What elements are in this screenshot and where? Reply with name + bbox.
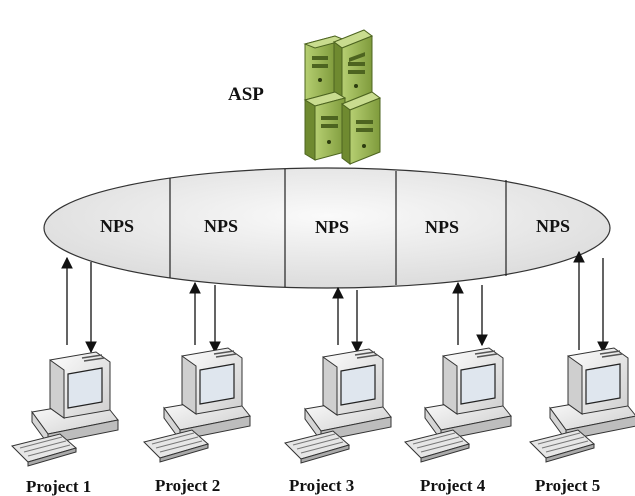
nps-label-1: NPS [100,216,134,236]
server-unit-bottom-right [340,91,382,165]
nps-label-3: NPS [315,217,349,237]
server-unit-top-right [332,29,374,105]
workstation-icon [404,347,512,463]
project-labels: Project 1 Project 2 Project 3 Project 4 … [26,476,600,496]
project-label-5: Project 5 [535,476,600,495]
workstation-icon [529,347,635,463]
server-unit-bottom-left [303,91,347,161]
nps-label-5: NPS [536,216,570,236]
nps-label-2: NPS [204,216,238,236]
workstation-icon [284,348,392,464]
workstation-icon [11,351,119,467]
ring-ellipse [43,167,611,289]
asp-label: ASP [228,84,264,105]
project-label-2: Project 2 [155,476,220,495]
nps-ring: NPS NPS NPS NPS NPS [43,167,611,289]
project-label-1: Project 1 [26,477,91,496]
project-computers [11,347,635,467]
asp-server-group: ASP [228,29,382,165]
workstation-icon [143,347,251,463]
project-label-4: Project 4 [420,476,486,495]
project-label-3: Project 3 [289,476,354,495]
connection-arrows [61,250,609,354]
server-rack-icon [303,29,382,165]
nps-label-4: NPS [425,217,459,237]
